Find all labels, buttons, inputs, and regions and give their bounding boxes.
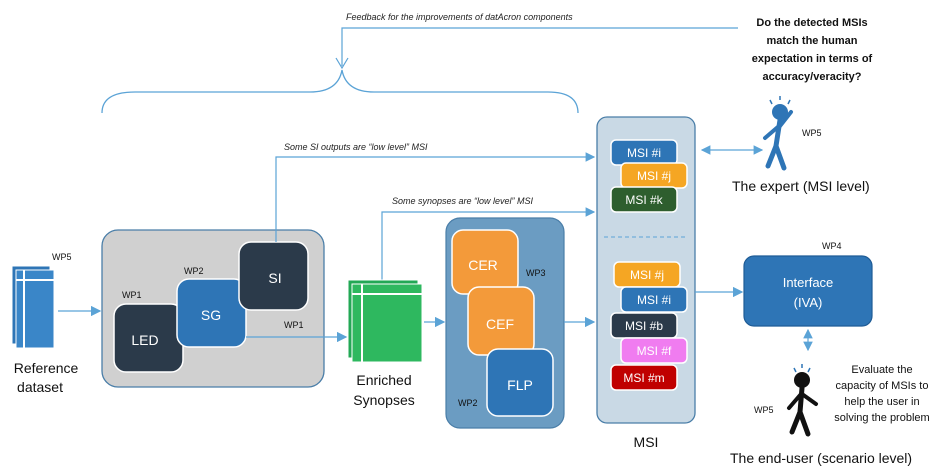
- expert-label: The expert (MSI level): [732, 178, 870, 194]
- msi-panel-label: MSI: [634, 434, 659, 450]
- wp3-label: WP3: [526, 268, 546, 278]
- svg-text:Interface: Interface: [783, 275, 834, 290]
- reference-label-2: dataset: [17, 379, 63, 395]
- msi-chip-label: MSI #i: [637, 293, 671, 307]
- flp-box: FLP: [486, 348, 554, 417]
- svg-text:CEF: CEF: [486, 316, 514, 332]
- msi-chip-label: MSI #j: [630, 268, 664, 282]
- question-text: Do the detected MSIs match the human exp…: [752, 17, 873, 83]
- msi-chip-bottom-1: MSI #i: [620, 286, 688, 313]
- enriched-label-1: Enriched: [356, 372, 411, 388]
- msi-chip-bottom-3: MSI #f: [620, 337, 688, 364]
- cer-box: CER: [451, 229, 519, 295]
- reference-label-1: Reference: [14, 360, 79, 376]
- wp2-cef-label: WP2: [458, 398, 478, 408]
- svg-text:capacity of MSIs to: capacity of MSIs to: [836, 380, 929, 392]
- svg-text:solving the problem: solving the problem: [834, 412, 929, 424]
- wp1-bottom-label: WP1: [284, 320, 304, 330]
- msi-chip-label: MSI #k: [625, 193, 663, 207]
- reference-wp: WP5: [52, 252, 72, 262]
- cef-box: CEF: [467, 286, 535, 356]
- expert-figure-icon: [763, 96, 793, 171]
- enduser-figure-icon: [787, 364, 818, 437]
- wp1-top-label: WP1: [122, 290, 142, 300]
- svg-text:FLP: FLP: [507, 377, 533, 393]
- enriched-label-2: Synopses: [353, 392, 414, 408]
- arrow-synopses-to-msi: [381, 207, 596, 280]
- arrow-si-to-msi: [275, 152, 596, 242]
- msi-chip-label: MSI #f: [637, 344, 672, 358]
- enduser-eval-text: Evaluate the capacity of MSIs to help th…: [834, 364, 929, 424]
- svg-text:help the user in: help the user in: [844, 396, 919, 408]
- msi-chip-bottom-4: MSI #m: [610, 364, 678, 391]
- sg-box: SG: [176, 278, 247, 348]
- note-si-outputs: Some SI outputs are “low level” MSI: [284, 142, 428, 152]
- msi-chip-top-0: MSI #i: [610, 139, 678, 166]
- msi-chip-bottom-2: MSI #b: [610, 312, 678, 339]
- svg-text:CER: CER: [468, 257, 498, 273]
- msi-chip-bottom-0: MSI #j: [613, 261, 681, 288]
- note-synopses: Some synopses are “low level” MSI: [392, 196, 534, 206]
- svg-text:(IVA): (IVA): [794, 295, 823, 310]
- expert-wp: WP5: [802, 128, 822, 138]
- enduser-label: The end-user (scenario level): [730, 450, 912, 466]
- reference-dataset-icon: [11, 265, 55, 349]
- si-box: SI: [238, 241, 309, 311]
- feedback-brace: [101, 27, 738, 114]
- interface-box: Interface (IVA): [743, 255, 873, 327]
- msi-chip-top-1: MSI #j: [620, 162, 688, 189]
- svg-text:Do the detected MSIs: Do the detected MSIs: [756, 17, 867, 29]
- enriched-synopses-icon: [347, 279, 423, 363]
- svg-text:SI: SI: [268, 270, 281, 286]
- wp2-top-label: WP2: [184, 266, 204, 276]
- enduser-wp: WP5: [754, 405, 774, 415]
- msi-chips: MSI #i MSI #j MSI #k MSI #j MSI #i MSI #b MSI …: [610, 139, 688, 391]
- msi-chip-label: MSI #j: [637, 169, 671, 183]
- msi-chip-top-2: MSI #k: [610, 186, 678, 213]
- svg-text:accuracy/veracity?: accuracy/veracity?: [762, 71, 861, 83]
- msi-chip-label: MSI #b: [625, 319, 663, 333]
- feedback-label: Feedback for the improvements of datAcro…: [346, 12, 573, 22]
- led-box: LED: [113, 303, 184, 373]
- msi-chip-label: MSI #m: [623, 371, 664, 385]
- svg-text:Evaluate the: Evaluate the: [851, 364, 912, 376]
- svg-text:expectation in terms of: expectation in terms of: [752, 53, 873, 65]
- interface-wp: WP4: [822, 241, 842, 251]
- msi-chip-label: MSI #i: [627, 146, 661, 160]
- svg-text:LED: LED: [131, 332, 158, 348]
- svg-text:SG: SG: [201, 307, 221, 323]
- svg-text:match the human: match the human: [766, 35, 857, 47]
